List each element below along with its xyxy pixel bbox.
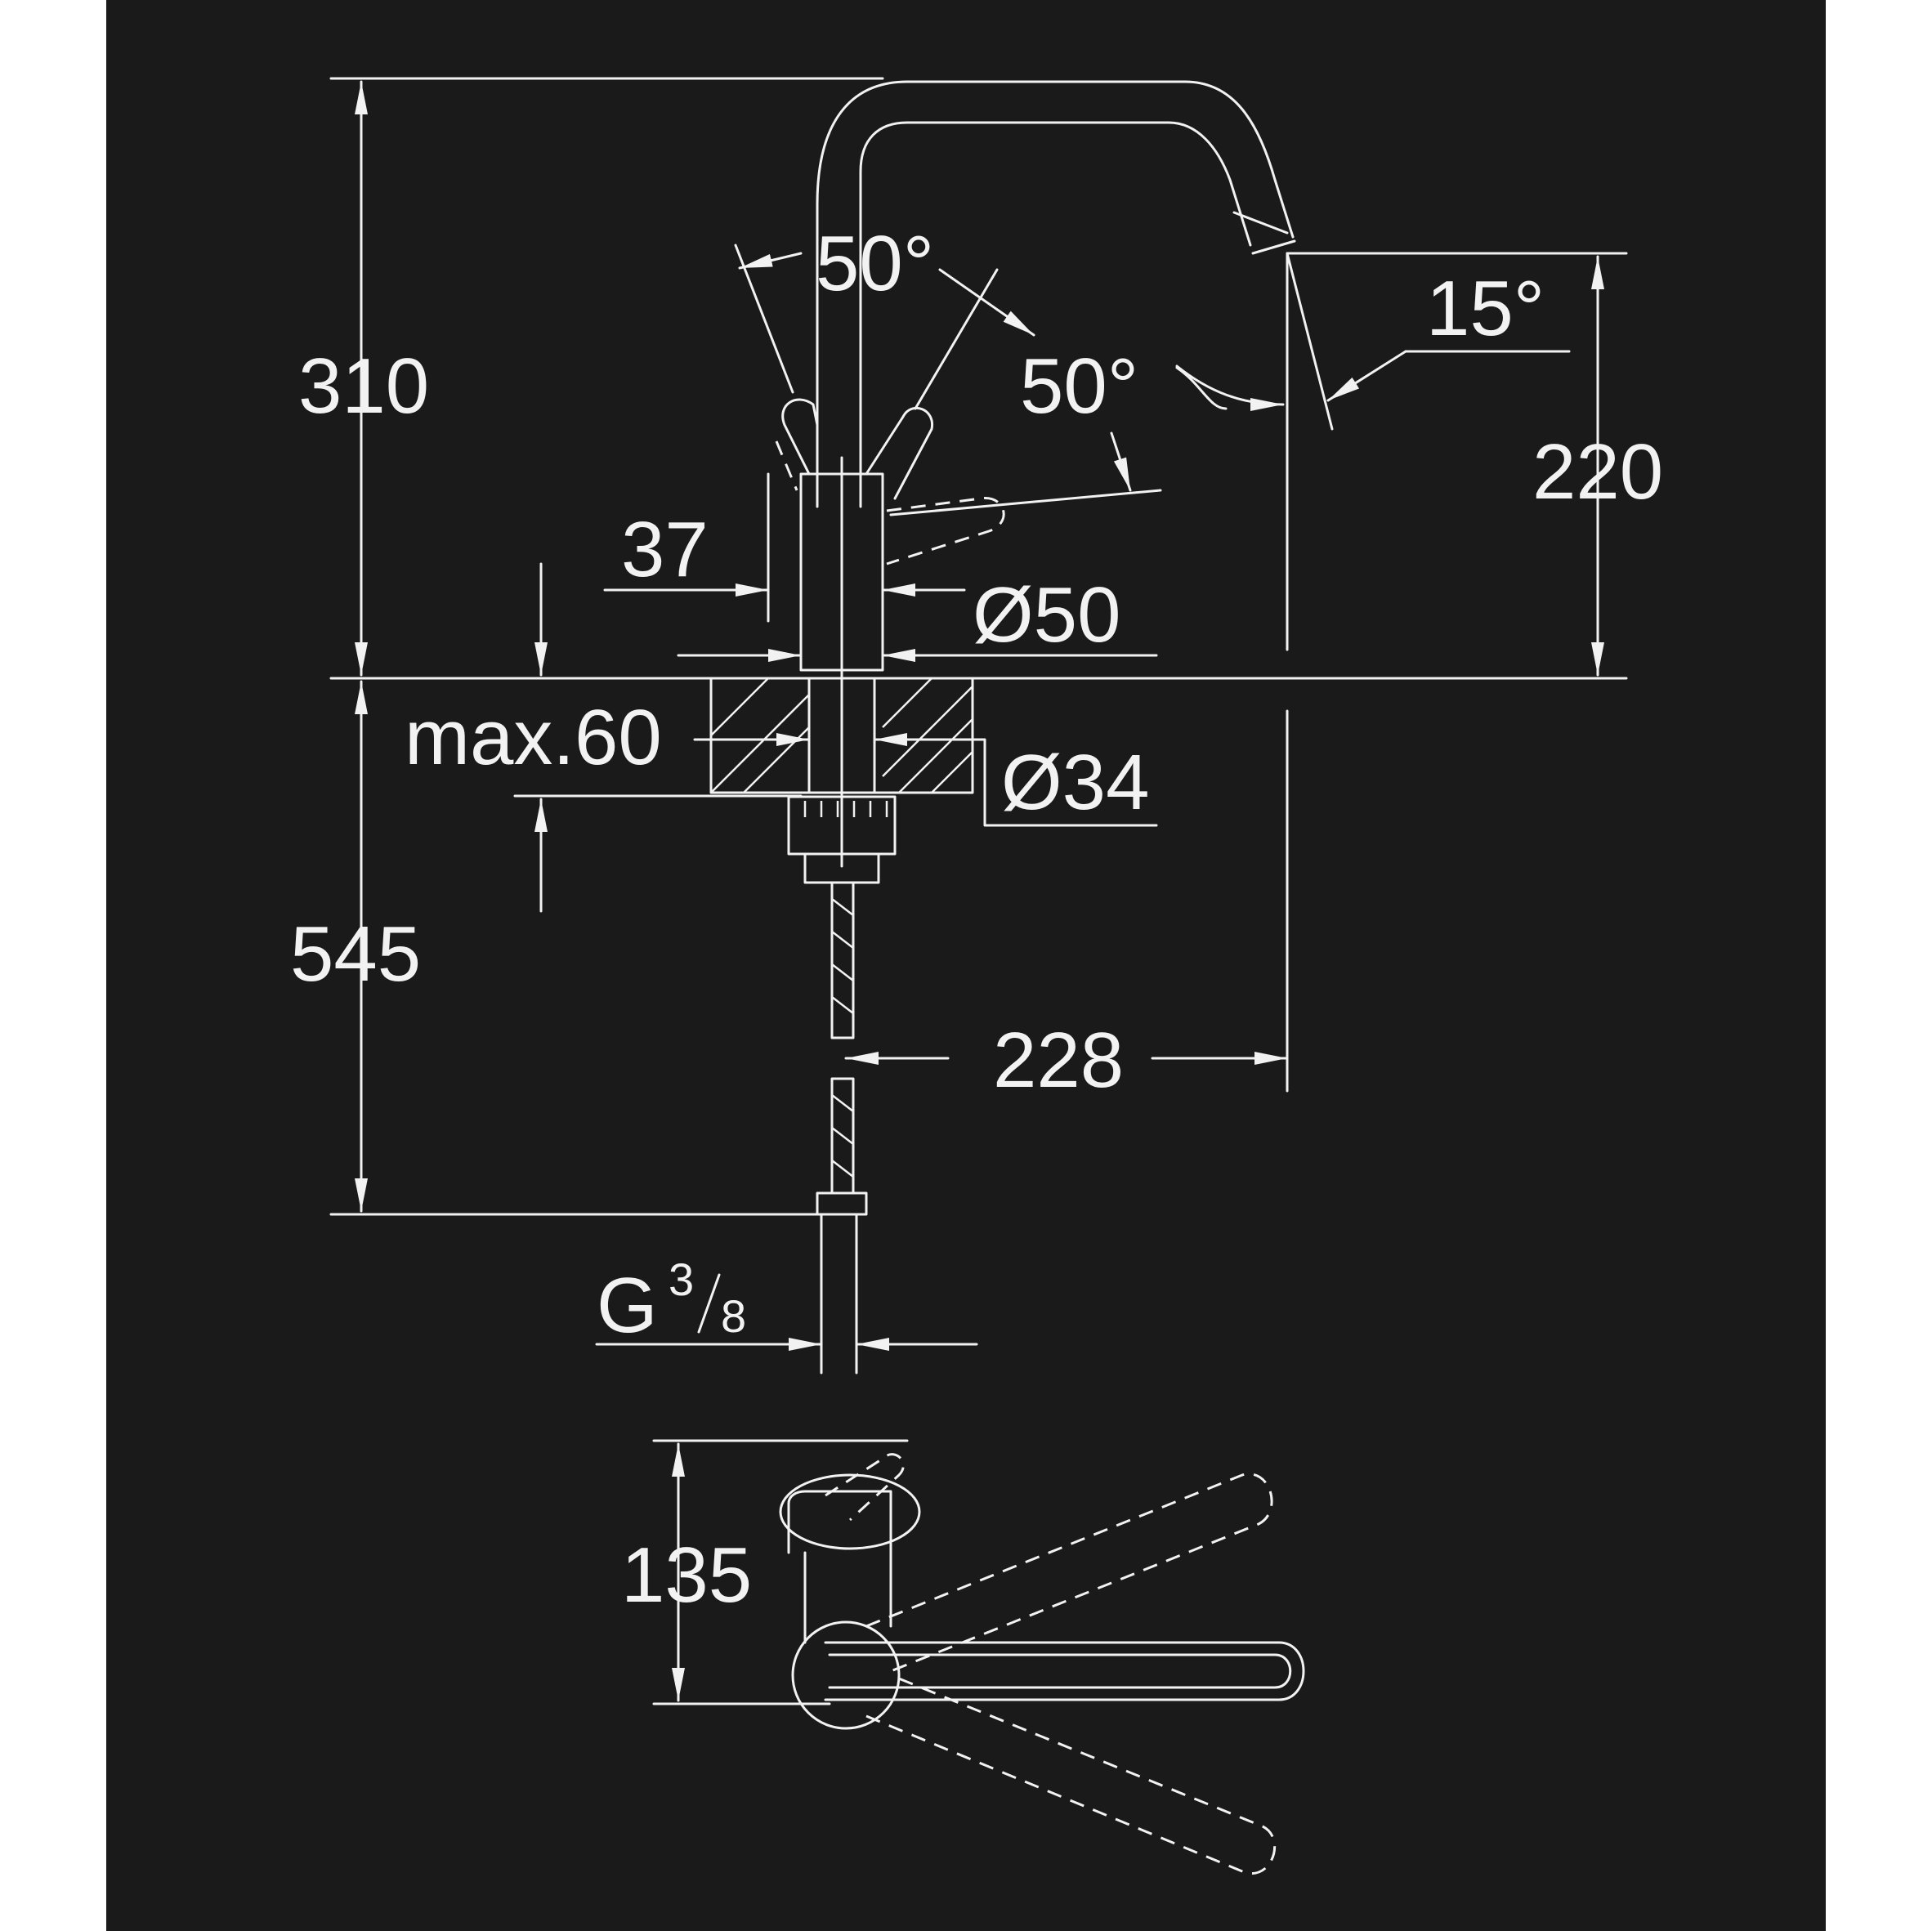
lever-guide-down: [889, 489, 1162, 516]
label-d50: Ø50: [973, 571, 1120, 659]
lever-left: [781, 398, 819, 476]
plan-lever-base: [779, 1473, 921, 1550]
lever-right: [865, 406, 933, 500]
dim-34-leader: [938, 738, 1158, 827]
spout-tip-top: [1232, 211, 1289, 235]
label-545: 545: [290, 910, 421, 998]
label-g: G: [597, 1262, 658, 1349]
plan-spout-hub: [791, 1620, 901, 1730]
hose-braid: [831, 898, 854, 1178]
angle-15-arc: [1175, 364, 1285, 411]
label-310: 310: [298, 342, 429, 430]
plan-body: [787, 1490, 892, 1628]
deck-hatch: [710, 677, 973, 793]
label-220: 220: [1532, 428, 1663, 516]
nut-knurl: [803, 801, 888, 817]
label-max60: max.60: [405, 694, 662, 781]
angle-50-lower-arrow: [1110, 431, 1132, 492]
label-15-deg: 15°: [1426, 265, 1545, 352]
spout-angle-line: [1286, 252, 1334, 431]
angle-50-right-arrow: [938, 268, 1035, 337]
spout-outer: [816, 80, 1295, 508]
plan-lever-dashed-top: [825, 1453, 905, 1522]
spout-tip-end: [1251, 239, 1296, 255]
angle-50-left-arrow: [738, 252, 803, 270]
label-50-deg-left: 50°: [816, 220, 934, 307]
lever-guide-left: [734, 244, 794, 394]
hose-end-fitting: [816, 1191, 868, 1216]
lever-down-dashed: [886, 497, 1005, 565]
plan-spout-inner: [828, 1653, 1292, 1689]
elevation-view: 310 545 220 50° 50° 15° 37 Ø50 max.60 Ø3…: [290, 77, 1663, 1374]
label-135: 135: [621, 1531, 752, 1619]
label-g-den: 8: [721, 1290, 746, 1342]
label-d34: Ø34: [1001, 739, 1149, 826]
label-228: 228: [993, 1017, 1124, 1104]
spout-inner: [859, 121, 1252, 508]
plan-spout-swivel-up: [865, 1473, 1273, 1673]
plan-spout-swivel-down: [865, 1674, 1277, 1875]
plan-spout: [824, 1641, 1305, 1701]
fraction-slash: [697, 1273, 721, 1334]
label-50-deg-right: 50°: [1020, 342, 1138, 430]
label-g-num: 3: [669, 1254, 694, 1305]
lever-guide-right: [914, 268, 999, 410]
plan-view: 135: [621, 1439, 1305, 1875]
lever-left-dash: [775, 440, 798, 491]
hose-upper: [830, 881, 855, 1039]
label-37: 37: [621, 506, 709, 593]
angle-15-arrow: [1326, 350, 1407, 402]
